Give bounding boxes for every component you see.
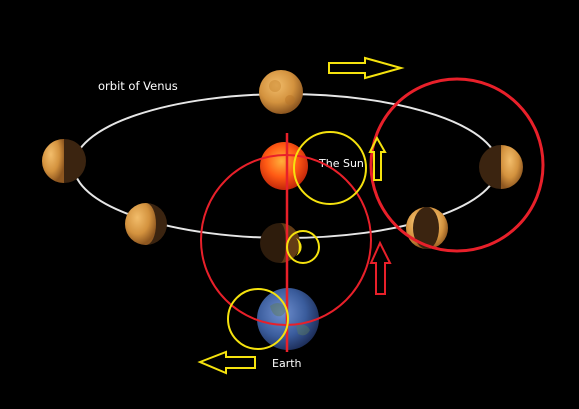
yellow-circle-venus-crescent <box>286 230 320 264</box>
sun <box>260 142 308 190</box>
orbit-label: orbit of Venus <box>98 79 178 93</box>
yellow-arrow-right <box>328 56 405 80</box>
yellow-arrow-up <box>368 135 387 181</box>
red-circle-venus-right <box>369 77 545 253</box>
earth-label: Earth <box>272 357 302 370</box>
yellow-crescent-mark <box>296 238 302 256</box>
yellow-arrow-left <box>197 350 256 375</box>
venus-crescent <box>406 207 448 249</box>
yellow-circle-sun <box>293 131 367 205</box>
venus-new <box>260 223 300 263</box>
venus-full <box>259 70 303 114</box>
venus-half-right <box>479 145 523 189</box>
red-arrow-up <box>369 240 392 295</box>
venus-half-left <box>42 139 86 183</box>
yellow-circle-earth <box>227 288 289 350</box>
venus-gibbous <box>125 203 167 245</box>
